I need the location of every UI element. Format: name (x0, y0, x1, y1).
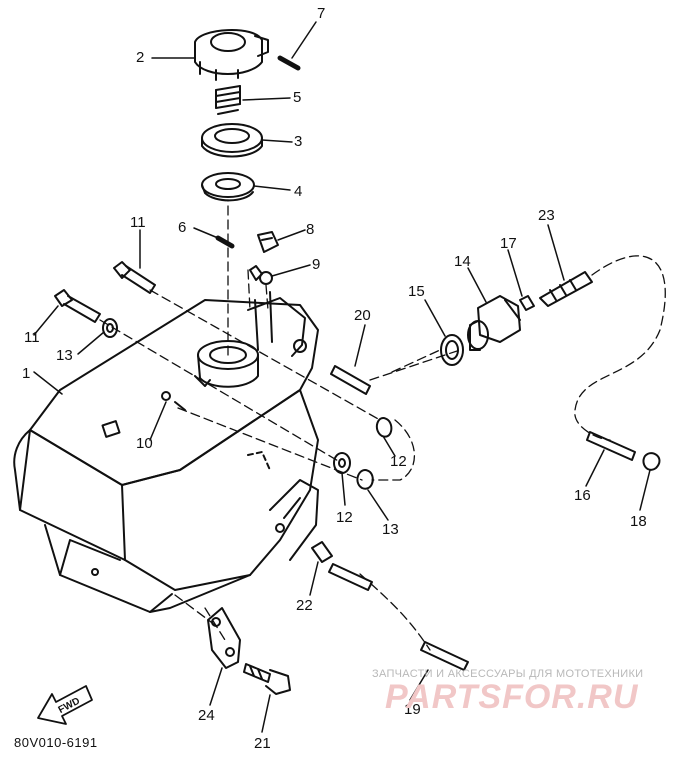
clip-17 (519, 295, 535, 311)
callout-3: 3 (294, 133, 303, 150)
stay-24 (207, 607, 241, 669)
callout-15: 15 (408, 283, 425, 300)
callout-8: 8 (306, 221, 315, 238)
callout-4: 4 (294, 183, 303, 200)
washer-13-upper (102, 318, 118, 338)
o-ring-15 (440, 334, 464, 366)
callout-13-upper: 13 (56, 347, 73, 364)
callout-14: 14 (454, 253, 471, 270)
bolt-11-upper (113, 261, 156, 294)
callout-22: 22 (296, 597, 313, 614)
clip-10 (161, 391, 186, 411)
callout-11-lower: 11 (24, 329, 40, 346)
callout-1: 1 (22, 365, 31, 382)
callout-6: 6 (178, 219, 187, 236)
callout-20: 20 (354, 307, 371, 324)
fuel-tank (13, 299, 319, 613)
cap-pin (277, 55, 301, 71)
grommet-12-lower (356, 469, 374, 490)
watermark-tagline: ЗАПЧАСТИ И АКСЕССУАРЫ ДЛЯ МОТОТЕХНИКИ (372, 668, 644, 680)
cap-gasket-seat (201, 123, 263, 158)
clamp-8 (257, 231, 279, 253)
callout-17: 17 (500, 235, 517, 252)
callout-13-lower: 12 (336, 509, 353, 526)
fuel-cap (194, 29, 269, 81)
leader-lines (33, 21, 651, 733)
callout-7: 7 (317, 5, 326, 22)
bolt-11-lower (54, 289, 101, 323)
callout-24: 24 (198, 707, 215, 724)
callout-5: 5 (293, 89, 302, 106)
mounting-guide-lines (99, 199, 461, 641)
breather-pipe (215, 235, 235, 249)
bolt-21 (243, 663, 291, 695)
spring (215, 85, 241, 115)
callout-9: 9 (312, 256, 321, 273)
callout-12-lower: 13 (382, 521, 399, 538)
fwd-arrow-icon (37, 685, 93, 725)
callout-23: 23 (538, 207, 555, 224)
watermark-brand: PARTSFOR.RU (385, 678, 639, 716)
fuel-cock-14 (467, 295, 521, 351)
filler-neck (194, 291, 307, 388)
clip-18 (642, 452, 661, 471)
hose-19 (420, 641, 469, 671)
hose-lower (328, 563, 373, 591)
callout-18: 18 (630, 513, 647, 530)
grommet-12-upper (375, 417, 393, 438)
washer-9 (249, 265, 273, 285)
clip-22 (311, 541, 333, 563)
callout-12-upper: 12 (390, 453, 407, 470)
callout-2: 2 (136, 49, 145, 66)
callout-21: 21 (254, 735, 271, 752)
hose-16 (586, 431, 636, 461)
hose-fitting-23 (539, 271, 593, 307)
cap-packing (201, 172, 255, 202)
callout-11-upper: 11 (130, 214, 146, 231)
callout-19: 19 (404, 701, 421, 718)
callout-16: 16 (574, 487, 591, 504)
callout-10: 10 (136, 435, 153, 452)
fuel-hose-20 (330, 365, 371, 395)
figure-code: 80V010-6191 (14, 735, 98, 750)
